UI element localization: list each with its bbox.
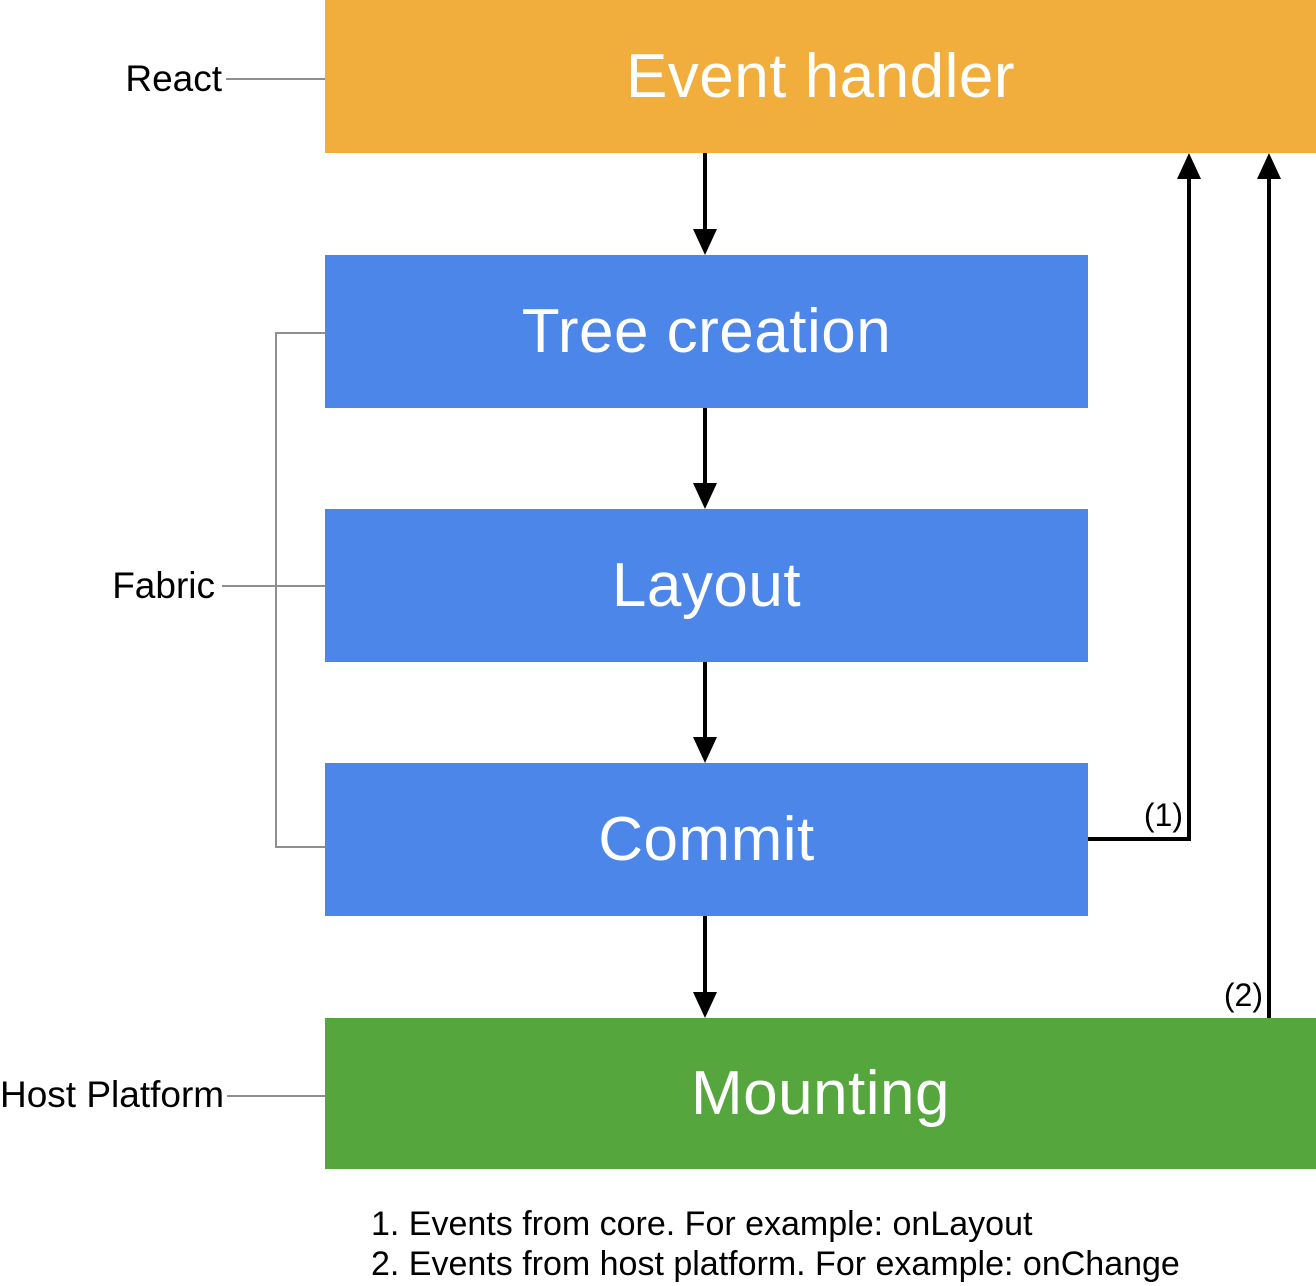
fabric-connector-line [222,585,325,587]
react-layer-label: React [125,58,222,99]
fabric-bracket-vertical-line [275,332,277,848]
tree-creation-node: Tree creation [325,255,1088,408]
arrow-layout-to-commit [703,662,707,739]
commit-node: Commit [325,763,1088,916]
footnotes: 1. Events from core. For example: onLayo… [371,1204,1180,1284]
arrow-commit-to-eventhandler-horizontal [1088,837,1191,841]
arrowhead-down-icon [693,992,717,1018]
edge-annotation-2: (2) [1223,977,1263,1013]
arrow-eventhandler-to-treecreation [703,153,707,231]
edge-annotation-1: (1) [1143,797,1183,833]
arrowhead-down-icon [693,229,717,255]
event-handler-label: Event handler [625,42,1016,111]
fabric-bracket-bottom-stub [275,846,325,848]
footnote-1: 1. Events from core. For example: onLayo… [371,1205,1033,1243]
mounting-label: Mounting [690,1059,951,1128]
layout-label: Layout [611,551,802,620]
arrow-mounting-to-eventhandler-vertical [1267,177,1271,1018]
arrowhead-down-icon [693,737,717,763]
arrowhead-up-icon [1177,153,1201,179]
arrowhead-down-icon [693,483,717,509]
event-handler-node: Event handler [325,0,1316,153]
fabric-bracket-top-stub [275,332,325,334]
arrowhead-up-icon [1257,153,1281,179]
host-platform-connector-line [227,1095,325,1097]
host-platform-layer-label: Host Platform [0,1074,225,1115]
react-connector-line [226,78,325,80]
commit-label: Commit [598,805,815,874]
arrow-commit-to-mounting [703,916,707,994]
footnote-2: 2. Events from host platform. For exampl… [371,1245,1180,1283]
arrow-treecreation-to-layout [703,408,707,485]
arrow-commit-to-eventhandler-vertical [1187,177,1191,841]
fabric-layer-label: Fabric [112,565,215,606]
layout-node: Layout [325,509,1088,662]
mounting-node: Mounting [325,1018,1316,1169]
tree-creation-label: Tree creation [521,297,892,366]
